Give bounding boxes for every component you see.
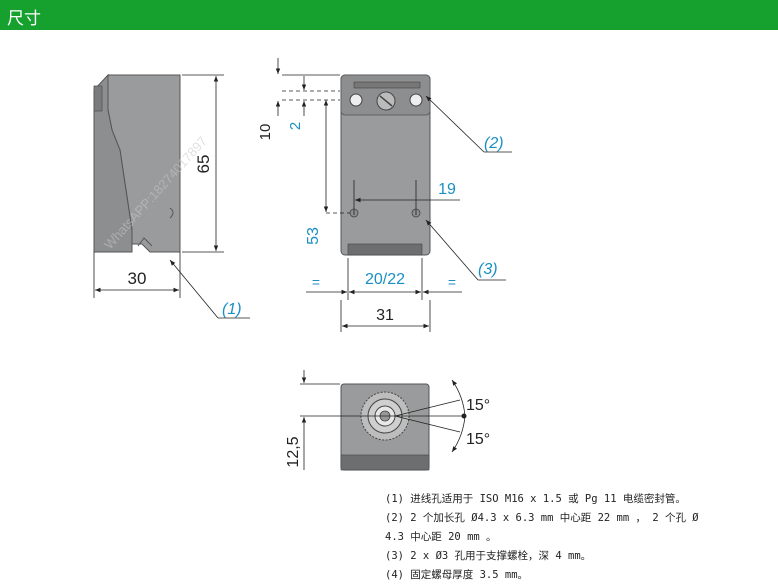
side-view: 65 30 (1) bbox=[93, 73, 250, 319]
header-bar: 尺寸 bbox=[0, 0, 778, 30]
note-1: (1) 进线孔适用于 ISO M16 x 1.5 或 Pg 11 电缆密封管。 bbox=[385, 493, 686, 505]
callout-1: (1) bbox=[222, 301, 242, 318]
callout-2: (2) bbox=[484, 135, 504, 152]
dim-front-small-offset: 2 bbox=[287, 122, 304, 130]
dim-side-height: 65 bbox=[194, 155, 213, 174]
dim-front-hole-height: 53 bbox=[305, 227, 322, 245]
note-3: (3) 2 x Ø3 孔用于支撑螺栓，深 4 mm。 bbox=[385, 550, 592, 562]
front-view: 10 2 53 19 (2) (3) 20/22 = = 31 bbox=[257, 58, 512, 332]
dim-side-width: 30 bbox=[128, 269, 147, 288]
dim-equal-left: = bbox=[312, 274, 320, 290]
note-2-cont: 4.3 中心距 20 mm 。 bbox=[385, 531, 497, 543]
notes-list: (1) 进线孔适用于 ISO M16 x 1.5 或 Pg 11 电缆密封管。 … bbox=[385, 490, 775, 585]
note-4: (4) 固定螺母厚度 3.5 mm。 bbox=[385, 569, 529, 581]
page-title: 尺寸 bbox=[7, 9, 41, 29]
dim-front-total-width: 31 bbox=[376, 307, 394, 324]
dim-front-top-offset: 10 bbox=[257, 124, 274, 141]
angle-top: 15° bbox=[466, 397, 490, 414]
note-2: (2) 2 个加长孔 Ø4.3 x 6.3 mm 中心距 22 mm ， 2 个… bbox=[385, 512, 699, 524]
dim-front-slot-width: 20/22 bbox=[365, 271, 405, 288]
callout-3: (3) bbox=[478, 261, 498, 278]
angle-bottom: 15° bbox=[466, 431, 490, 448]
dim-equal-right: = bbox=[448, 274, 456, 290]
dim-front-hole-spacing: 19 bbox=[438, 181, 456, 198]
dim-top-depth: 12,5 bbox=[285, 436, 302, 467]
top-view: 15° 15° 12,5 bbox=[285, 370, 490, 471]
